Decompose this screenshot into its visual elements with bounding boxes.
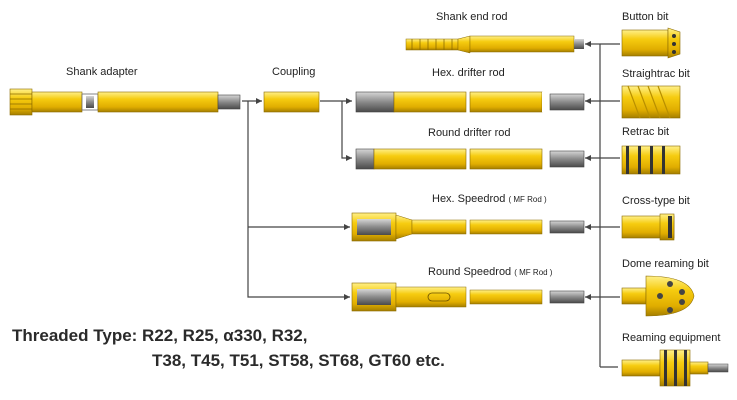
label-round-speedrod: Round Speedrod ( MF Rod ) (428, 266, 552, 278)
arrow-heads (256, 41, 591, 300)
label-dome-reaming-bit: Dome reaming bit (622, 258, 709, 270)
label-hex-speedrod: Hex. Speedrod ( MF Rod ) (432, 193, 547, 205)
round-drifter-rod (355, 148, 585, 170)
straightrac-bit (621, 85, 681, 119)
coupling (263, 91, 320, 113)
shank-adapter (9, 88, 241, 116)
dome-reaming-bit (621, 275, 695, 317)
threaded-type-line-1: Threaded Type: R22, R25, α330, R32, (12, 326, 308, 345)
hex-speedrod-note: ( MF Rod ) (508, 195, 547, 204)
hex-speedrod (351, 212, 585, 242)
label-cross-type-bit: Cross-type bit (622, 195, 690, 207)
threaded-type-line-2: T38, T45, T51, ST58, ST68, GT60 etc. (152, 351, 445, 370)
retrac-bit (621, 145, 681, 175)
round-speedrod-name: Round Speedrod (428, 266, 512, 278)
label-shank-end-rod: Shank end rod (436, 11, 508, 23)
label-round-drifter-rod: Round drifter rod (428, 127, 511, 139)
label-shank-adapter: Shank adapter (66, 66, 138, 78)
label-button-bit: Button bit (622, 11, 669, 23)
label-hex-drifter-rod: Hex. drifter rod (432, 67, 505, 79)
hex-drifter-rod (355, 91, 585, 113)
shank-end-rod (405, 35, 584, 54)
hex-speedrod-name: Hex. Speedrod (432, 193, 506, 205)
label-straightrac-bit: Straightrac bit (622, 68, 690, 80)
label-coupling: Coupling (272, 66, 316, 78)
round-speedrod (351, 282, 585, 312)
label-retrac-bit: Retrac bit (622, 126, 670, 138)
button-bit (621, 27, 681, 59)
round-speedrod-note: ( MF Rod ) (514, 268, 553, 277)
cross-type-bit (621, 213, 675, 241)
reaming-equipment (621, 349, 729, 387)
label-reaming-equipment: Reaming equipment (622, 332, 721, 344)
